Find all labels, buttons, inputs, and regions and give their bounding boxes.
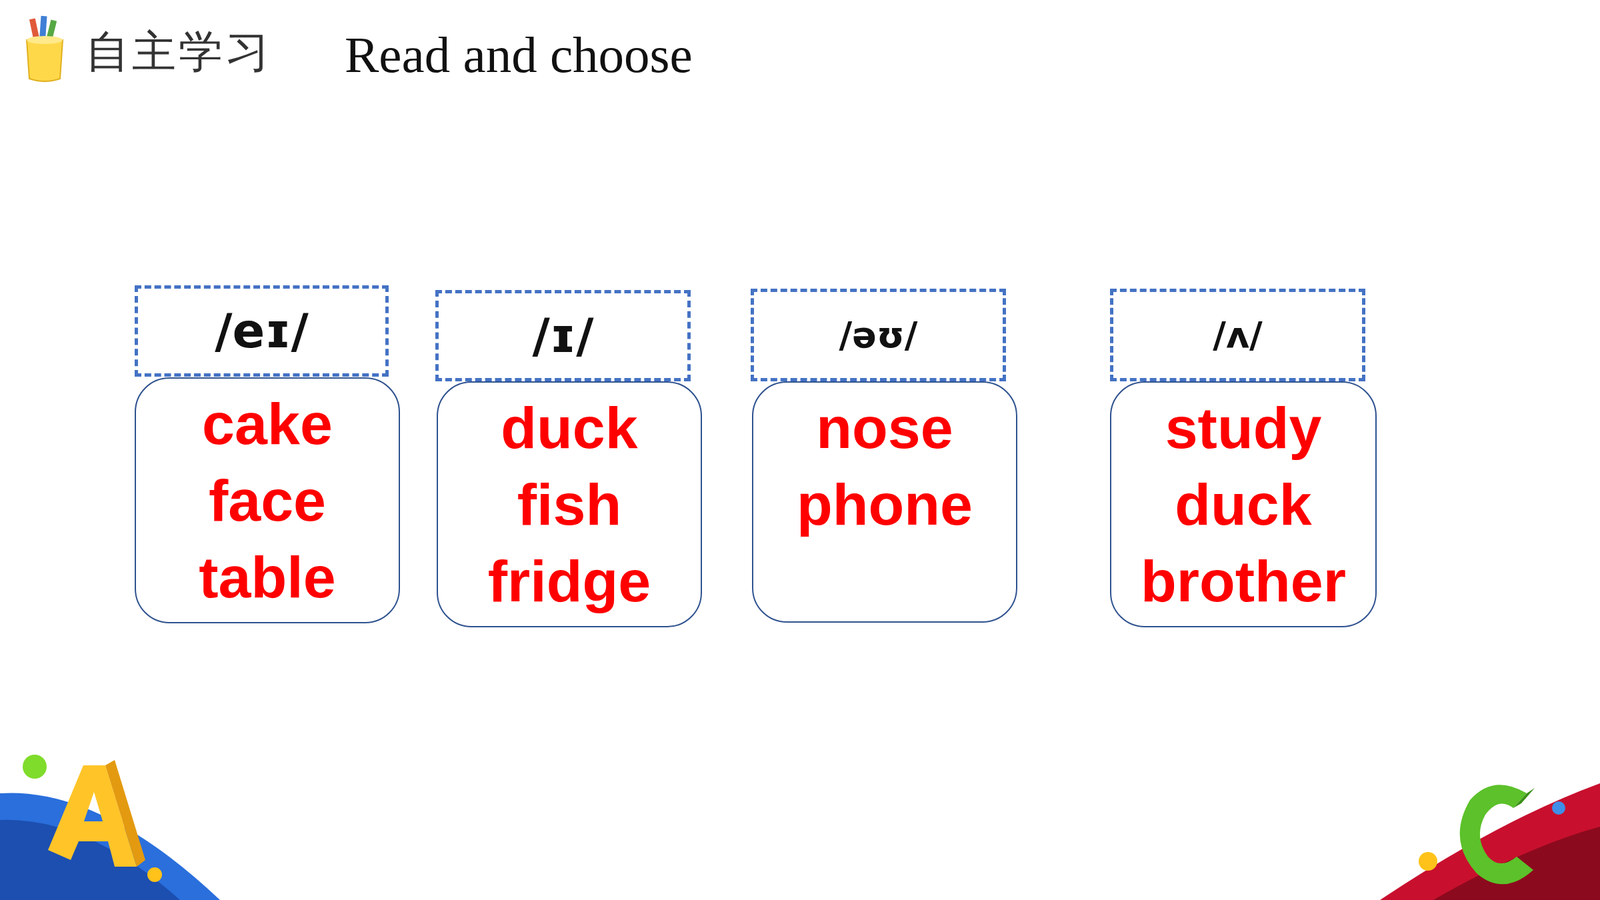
word: phone <box>796 466 973 543</box>
word: brother <box>1140 542 1346 620</box>
word-box: duckfishfridge <box>436 381 702 628</box>
corner-decoration-right <box>1380 783 1600 900</box>
word-box: cakefacetable <box>134 377 400 624</box>
word-box: studyduckbrother <box>1110 381 1377 628</box>
word: fish <box>517 466 622 543</box>
phonetic-box: /ɪ/ <box>435 290 691 382</box>
phonetic-symbol: /ʌ/ <box>1212 315 1263 355</box>
word: nose <box>816 389 953 466</box>
pencil-cup-icon <box>26 16 63 82</box>
phonetic-symbol: /ɪ/ <box>532 309 594 362</box>
word: face <box>208 462 326 539</box>
phonetic-symbol: /eɪ/ <box>214 304 309 358</box>
word: table <box>198 538 336 616</box>
word: cake <box>202 385 333 462</box>
phonetic-box: /ʌ/ <box>1110 288 1366 382</box>
section-label: 自主学习 <box>85 26 272 78</box>
corner-decoration-left <box>0 754 220 900</box>
phonetic-symbol: /əʊ/ <box>839 315 918 355</box>
word: duck <box>500 389 638 466</box>
phonetic-box: /eɪ/ <box>134 285 389 377</box>
word: fridge <box>488 542 651 620</box>
slide-title: Read and choose <box>344 26 693 84</box>
word-box: nosephone <box>752 381 1018 623</box>
word: duck <box>1174 466 1312 543</box>
phonetic-box: /əʊ/ <box>750 288 1006 382</box>
word: study <box>1165 389 1322 466</box>
